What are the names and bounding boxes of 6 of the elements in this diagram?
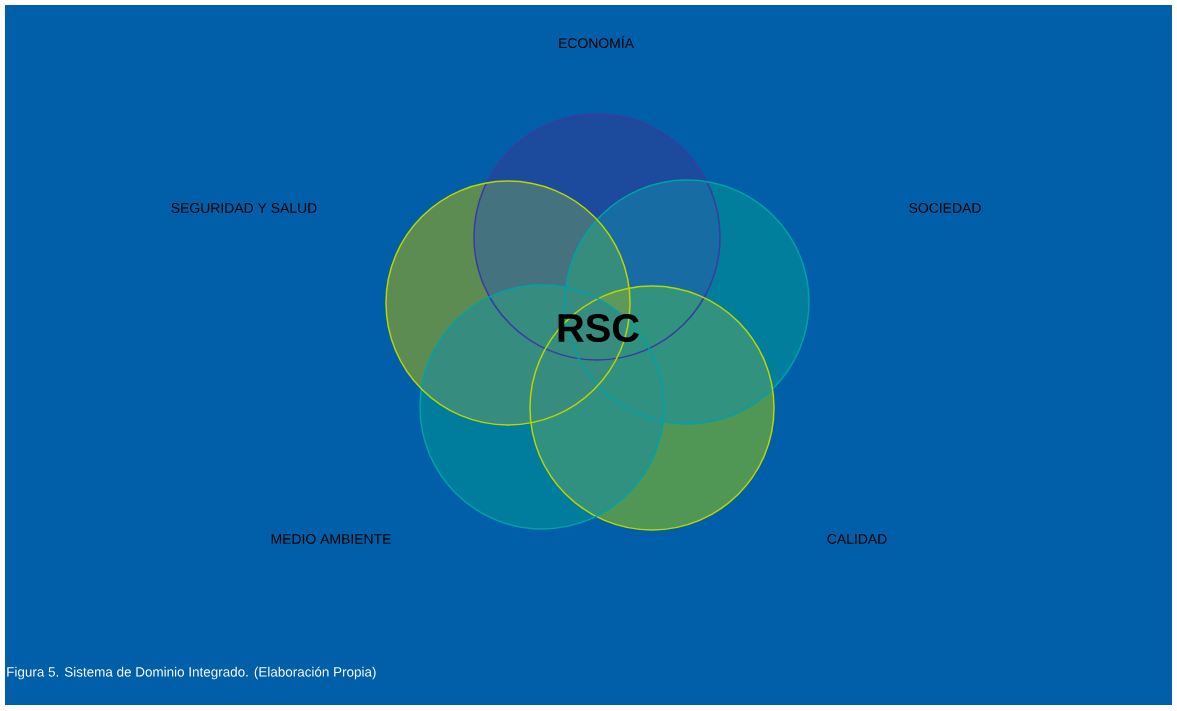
circle-label: SEGURIDAD Y SALUD [171,203,317,213]
circle-label: CALIDAD [827,534,887,544]
caption: Figura 5. Sistema de Dominio Integrado. (Elaboración Propia) [7,666,376,680]
circle-label: ECONOMÍA [559,35,634,49]
circle-label: SOCIEDAD [909,203,981,213]
circle-label: MEDIO AMBIENTE [271,534,391,544]
